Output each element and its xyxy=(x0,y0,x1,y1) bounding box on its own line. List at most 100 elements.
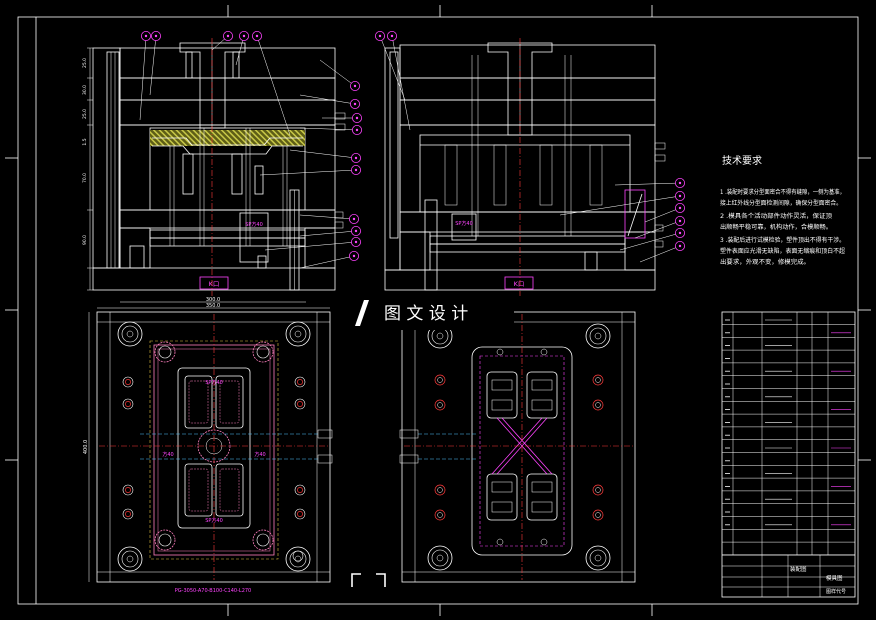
drawing-code-label: 图样代号 xyxy=(826,588,846,595)
core-slot xyxy=(486,473,518,521)
cooling-fittings xyxy=(654,142,666,248)
callout-leader xyxy=(619,232,681,251)
screw-hole-inner xyxy=(158,533,172,547)
sp-label: 方40 xyxy=(162,451,173,458)
k-box xyxy=(199,276,229,290)
screw-hole-outer xyxy=(154,341,176,363)
mold-base-code: PG-3050-A70-B100-C140-L270 xyxy=(175,588,251,594)
core-insert xyxy=(231,153,243,195)
guide-bush-center xyxy=(594,332,602,340)
guide-pillar-hole xyxy=(117,321,143,347)
callout-balloon-dot xyxy=(678,206,682,210)
watermark-mark xyxy=(355,300,369,326)
bolt-hole xyxy=(294,484,306,496)
bolt-hole-inner xyxy=(297,487,303,493)
sp-label: SP方40 xyxy=(455,220,473,227)
callout-balloon-dot xyxy=(678,219,682,223)
bolt-hole-inner xyxy=(297,379,303,385)
guide-bush-hole xyxy=(427,545,453,571)
callout-leader xyxy=(379,35,406,101)
guide-bush-hole-inner xyxy=(589,549,607,567)
guide-bush-center xyxy=(436,332,444,340)
callout-leader xyxy=(299,255,355,269)
bolt-hole-inner xyxy=(125,401,131,407)
screw-hole-inner xyxy=(256,345,270,359)
tech-req-line: 塑件表面应光滑无缺陷，表面无缩痕和顶白不超 xyxy=(720,247,845,255)
callout-leader xyxy=(391,35,411,131)
callout-balloon-dot xyxy=(352,254,356,258)
cooling-connectors xyxy=(317,429,333,464)
bolt-hole xyxy=(122,508,134,520)
callout-leader xyxy=(634,220,681,239)
cavity-details xyxy=(188,380,240,512)
cooling-connectors xyxy=(399,429,419,464)
callout-balloon-dot xyxy=(678,181,682,185)
bolt-hole xyxy=(592,484,604,496)
screw-hole-outer xyxy=(252,529,274,551)
dimension-text: 400.0 xyxy=(83,440,89,454)
callout-balloon-dot xyxy=(378,34,382,38)
callout-balloon-dot xyxy=(390,34,394,38)
bolt-hole xyxy=(592,509,604,521)
callout-balloon-dot xyxy=(242,34,246,38)
guide-pillar-hole-inner xyxy=(121,325,139,343)
bolt-hole xyxy=(294,398,306,410)
tech-req-line: 出要求，外观不变，修模完成。 xyxy=(720,258,810,266)
callout-balloon-dot xyxy=(352,217,356,221)
callout-leader xyxy=(639,245,681,263)
angle-pin xyxy=(627,193,643,237)
callout-leader xyxy=(319,59,356,87)
bolt-hole-inner xyxy=(437,487,443,493)
dimension-text: 1.5 xyxy=(82,138,88,145)
tech-req-line: 1 .装配时要求分型面密合不得有缝隙，一侧为基准， xyxy=(720,188,845,196)
callout-leader xyxy=(256,35,291,136)
dimension-text: 350.0 xyxy=(206,303,220,309)
part-outline xyxy=(152,145,303,155)
section-cut-markers xyxy=(351,573,386,587)
sp-label: SP方40 xyxy=(205,379,223,386)
bolt-hole xyxy=(434,484,446,496)
callout-leader xyxy=(299,94,356,105)
bolt-hole-inner xyxy=(437,402,443,408)
sp-box xyxy=(451,213,477,241)
callout-leader xyxy=(289,149,357,159)
bolt-hole-inner xyxy=(595,402,601,408)
ejector-pin-hole xyxy=(496,538,504,546)
bolt-hole-inner xyxy=(125,511,131,517)
guide-bush-hole-inner xyxy=(431,549,449,567)
dimension-text: 25.0 xyxy=(82,109,88,119)
screw xyxy=(232,51,240,79)
callout-balloon-dot xyxy=(226,34,230,38)
k-label: K口 xyxy=(514,280,525,288)
guide-pillar-center xyxy=(294,330,302,338)
bolt-hole-inner xyxy=(595,377,601,383)
drawing-frame xyxy=(5,5,871,616)
bolt-hole-inner xyxy=(297,511,303,517)
support-pillar xyxy=(129,245,145,269)
bolt-hole-inner xyxy=(437,512,443,518)
k-box xyxy=(504,276,534,290)
screw-hole-inner xyxy=(256,533,270,547)
b-plate xyxy=(119,209,336,229)
ejector-pins xyxy=(169,128,288,246)
guide-pillar-hole-inner xyxy=(121,550,139,568)
tech-req-line: 3 .装配后进行试模检验，塑件顶出不得有干涉。 xyxy=(720,236,845,244)
dimension-text: 70.0 xyxy=(82,173,88,183)
callout-leader xyxy=(559,195,681,216)
bolt-hole xyxy=(122,398,134,410)
callout-balloon-dot xyxy=(144,34,148,38)
bolt-hole xyxy=(434,399,446,411)
sprue-bushing xyxy=(487,42,553,136)
guide-bush-center xyxy=(436,554,444,562)
screw-hole-outer xyxy=(252,341,274,363)
cooling-channels xyxy=(418,433,478,460)
bolt-hole xyxy=(434,509,446,521)
k-label: K口 xyxy=(209,280,220,288)
core-insert xyxy=(182,153,194,195)
callout-balloon-dot xyxy=(354,168,358,172)
callout-leader xyxy=(259,169,357,176)
callout-leader xyxy=(149,35,157,96)
dimension-text: 300.0 xyxy=(206,297,220,303)
bolt-hole xyxy=(592,399,604,411)
